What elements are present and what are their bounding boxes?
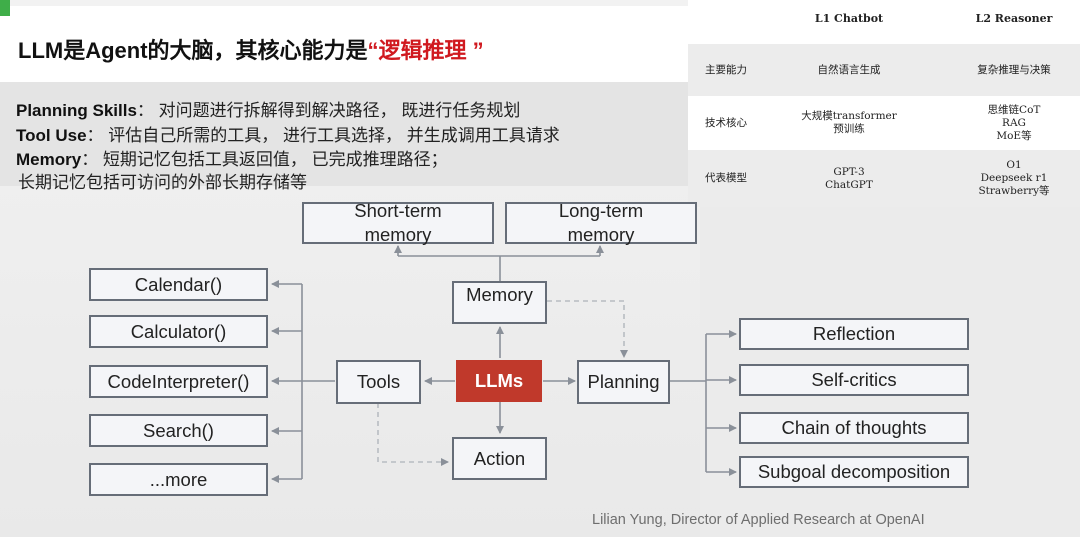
memory-box: Memory bbox=[452, 281, 547, 324]
skill-memory-cont: 长期记忆包括可访问的外部长期存储等 bbox=[18, 168, 307, 193]
table-row: 主要能力 自然语言生成 复杂推理与决策 bbox=[688, 44, 1080, 96]
table-header-l1: L1 Chatbot bbox=[814, 12, 884, 25]
planning-item-reflection: Reflection bbox=[739, 318, 969, 350]
planning-item-subgoal-decomposition: Subgoal decomposition bbox=[739, 456, 969, 488]
table-row: 代表模型 GPT-3 ChatGPT O1 Deepseek r1 Strawb… bbox=[688, 150, 1080, 207]
skills-band bbox=[0, 82, 700, 186]
comparison-table: L1 Chatbot L2 Reasoner 主要能力 自然语言生成 复杂推理与… bbox=[688, 0, 1080, 207]
title-main: LLM是Agent的大脑，其核心能力是 bbox=[18, 38, 368, 63]
short-term-memory-box: Short-term memory bbox=[302, 200, 494, 245]
skill-term: Memory bbox=[16, 150, 82, 169]
accent-bar bbox=[0, 0, 10, 16]
llms-box: LLMs bbox=[456, 360, 542, 402]
table-cell: 复杂推理与决策 bbox=[977, 63, 1051, 76]
skill-term: Tool Use bbox=[16, 126, 87, 145]
table-cell: 自然语言生成 bbox=[817, 63, 881, 76]
table-cell: 代表模型 bbox=[705, 172, 747, 184]
tool-item-calculator: Calculator() bbox=[89, 315, 268, 348]
table-header-row: L1 Chatbot L2 Reasoner bbox=[688, 0, 1080, 44]
skill-desc: ： 短期记忆包括工具返回值， 已完成推理路径； bbox=[81, 150, 448, 169]
tool-item-more: ...more bbox=[89, 463, 268, 496]
table-cell: 思维链CoT RAG MoE等 bbox=[987, 103, 1041, 142]
table-row: 技术核心 大规模transformer 预训练 思维链CoT RAG MoE等 bbox=[688, 96, 1080, 150]
table-cell: 技术核心 bbox=[705, 116, 747, 129]
skill-desc: ： 对问题进行拆解得到解决路径， 既进行任务规划 bbox=[136, 101, 521, 120]
table-cell: 大规模transformer 预训练 bbox=[801, 110, 897, 135]
planning-item-self-critics: Self-critics bbox=[739, 364, 969, 396]
table-cell: 主要能力 bbox=[705, 63, 747, 76]
skill-desc: 长期记忆包括可访问的外部长期存储等 bbox=[18, 173, 307, 192]
slide-title: LLM是Agent的大脑，其核心能力是“逻辑推理 ” bbox=[18, 33, 484, 65]
skill-memory: Memory： 短期记忆包括工具返回值， 已完成推理路径； bbox=[16, 145, 448, 170]
table-header-l2: L2 Reasoner bbox=[975, 12, 1053, 25]
tools-box: Tools bbox=[336, 360, 421, 404]
table-cell: GPT-3 ChatGPT bbox=[825, 165, 873, 191]
table-cell: O1 Deepseek r1 Strawberry等 bbox=[978, 159, 1050, 197]
skill-planning: Planning Skills： 对问题进行拆解得到解决路径， 既进行任务规划 bbox=[16, 96, 520, 121]
planning-item-chain-of-thoughts: Chain of thoughts bbox=[739, 412, 969, 444]
tool-item-code-interpreter: CodeInterpreter() bbox=[89, 365, 268, 398]
tool-item-calendar: Calendar() bbox=[89, 268, 268, 301]
planning-box: Planning bbox=[577, 360, 670, 404]
skill-term: Planning Skills bbox=[16, 101, 137, 120]
title-band bbox=[0, 6, 700, 82]
action-box: Action bbox=[452, 437, 547, 480]
long-term-memory-box: Long-term memory bbox=[505, 200, 697, 245]
skill-tool-use: Tool Use： 评估自己所需的工具， 进行工具选择， 并生成调用工具请求 bbox=[16, 121, 560, 146]
credit-text: Lilian Yung, Director of Applied Researc… bbox=[592, 512, 925, 528]
skill-desc: ： 评估自己所需的工具， 进行工具选择， 并生成调用工具请求 bbox=[86, 126, 560, 145]
title-highlight: “逻辑推理 ” bbox=[367, 38, 484, 63]
tool-item-search: Search() bbox=[89, 414, 268, 447]
